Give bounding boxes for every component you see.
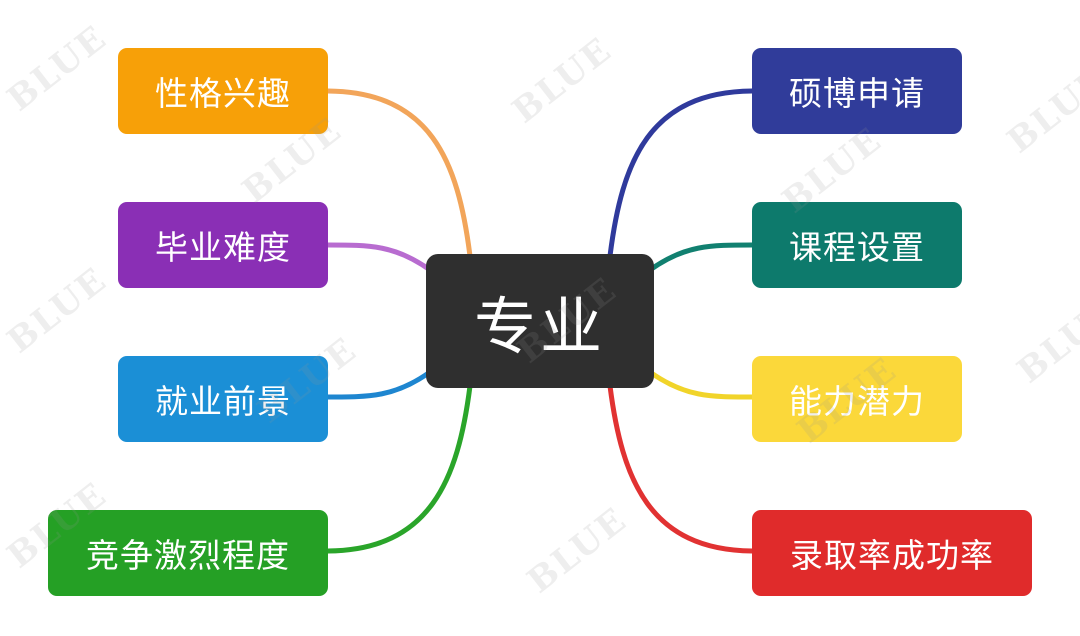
center-topic-major: 专业 [426, 254, 654, 388]
node-competition-intensity: 竞争激烈程度 [48, 510, 328, 596]
node-graduation-difficulty: 毕业难度 [118, 202, 328, 288]
link-admission-rate [607, 383, 755, 554]
node-personality-interest: 性格兴趣 [118, 48, 328, 134]
link-competition-intensity [325, 383, 473, 554]
node-label: 能力潜力 [789, 382, 925, 421]
node-employment-prospects: 就业前景 [118, 356, 328, 442]
node-label: 课程设置 [789, 228, 925, 267]
link-curriculum [647, 242, 755, 273]
node-label: 录取率成功率 [790, 536, 994, 575]
node-label: 竞争激烈程度 [86, 536, 290, 575]
node-label: 就业前景 [155, 382, 291, 421]
center-topic-label: 专业 [473, 290, 606, 363]
node-label: 硕博申请 [789, 74, 925, 113]
link-ability-potential [647, 369, 755, 400]
node-admission-rate: 录取率成功率 [752, 510, 1032, 596]
link-employment-prospects [325, 369, 433, 400]
link-personality-interest [325, 88, 473, 259]
node-curriculum: 课程设置 [752, 202, 962, 288]
node-label: 毕业难度 [155, 228, 291, 267]
node-graduate-application: 硕博申请 [752, 48, 962, 134]
node-label: 性格兴趣 [155, 74, 291, 113]
node-ability-potential: 能力潜力 [752, 356, 962, 442]
link-graduate-application [607, 88, 755, 259]
link-graduation-difficulty [325, 242, 433, 273]
